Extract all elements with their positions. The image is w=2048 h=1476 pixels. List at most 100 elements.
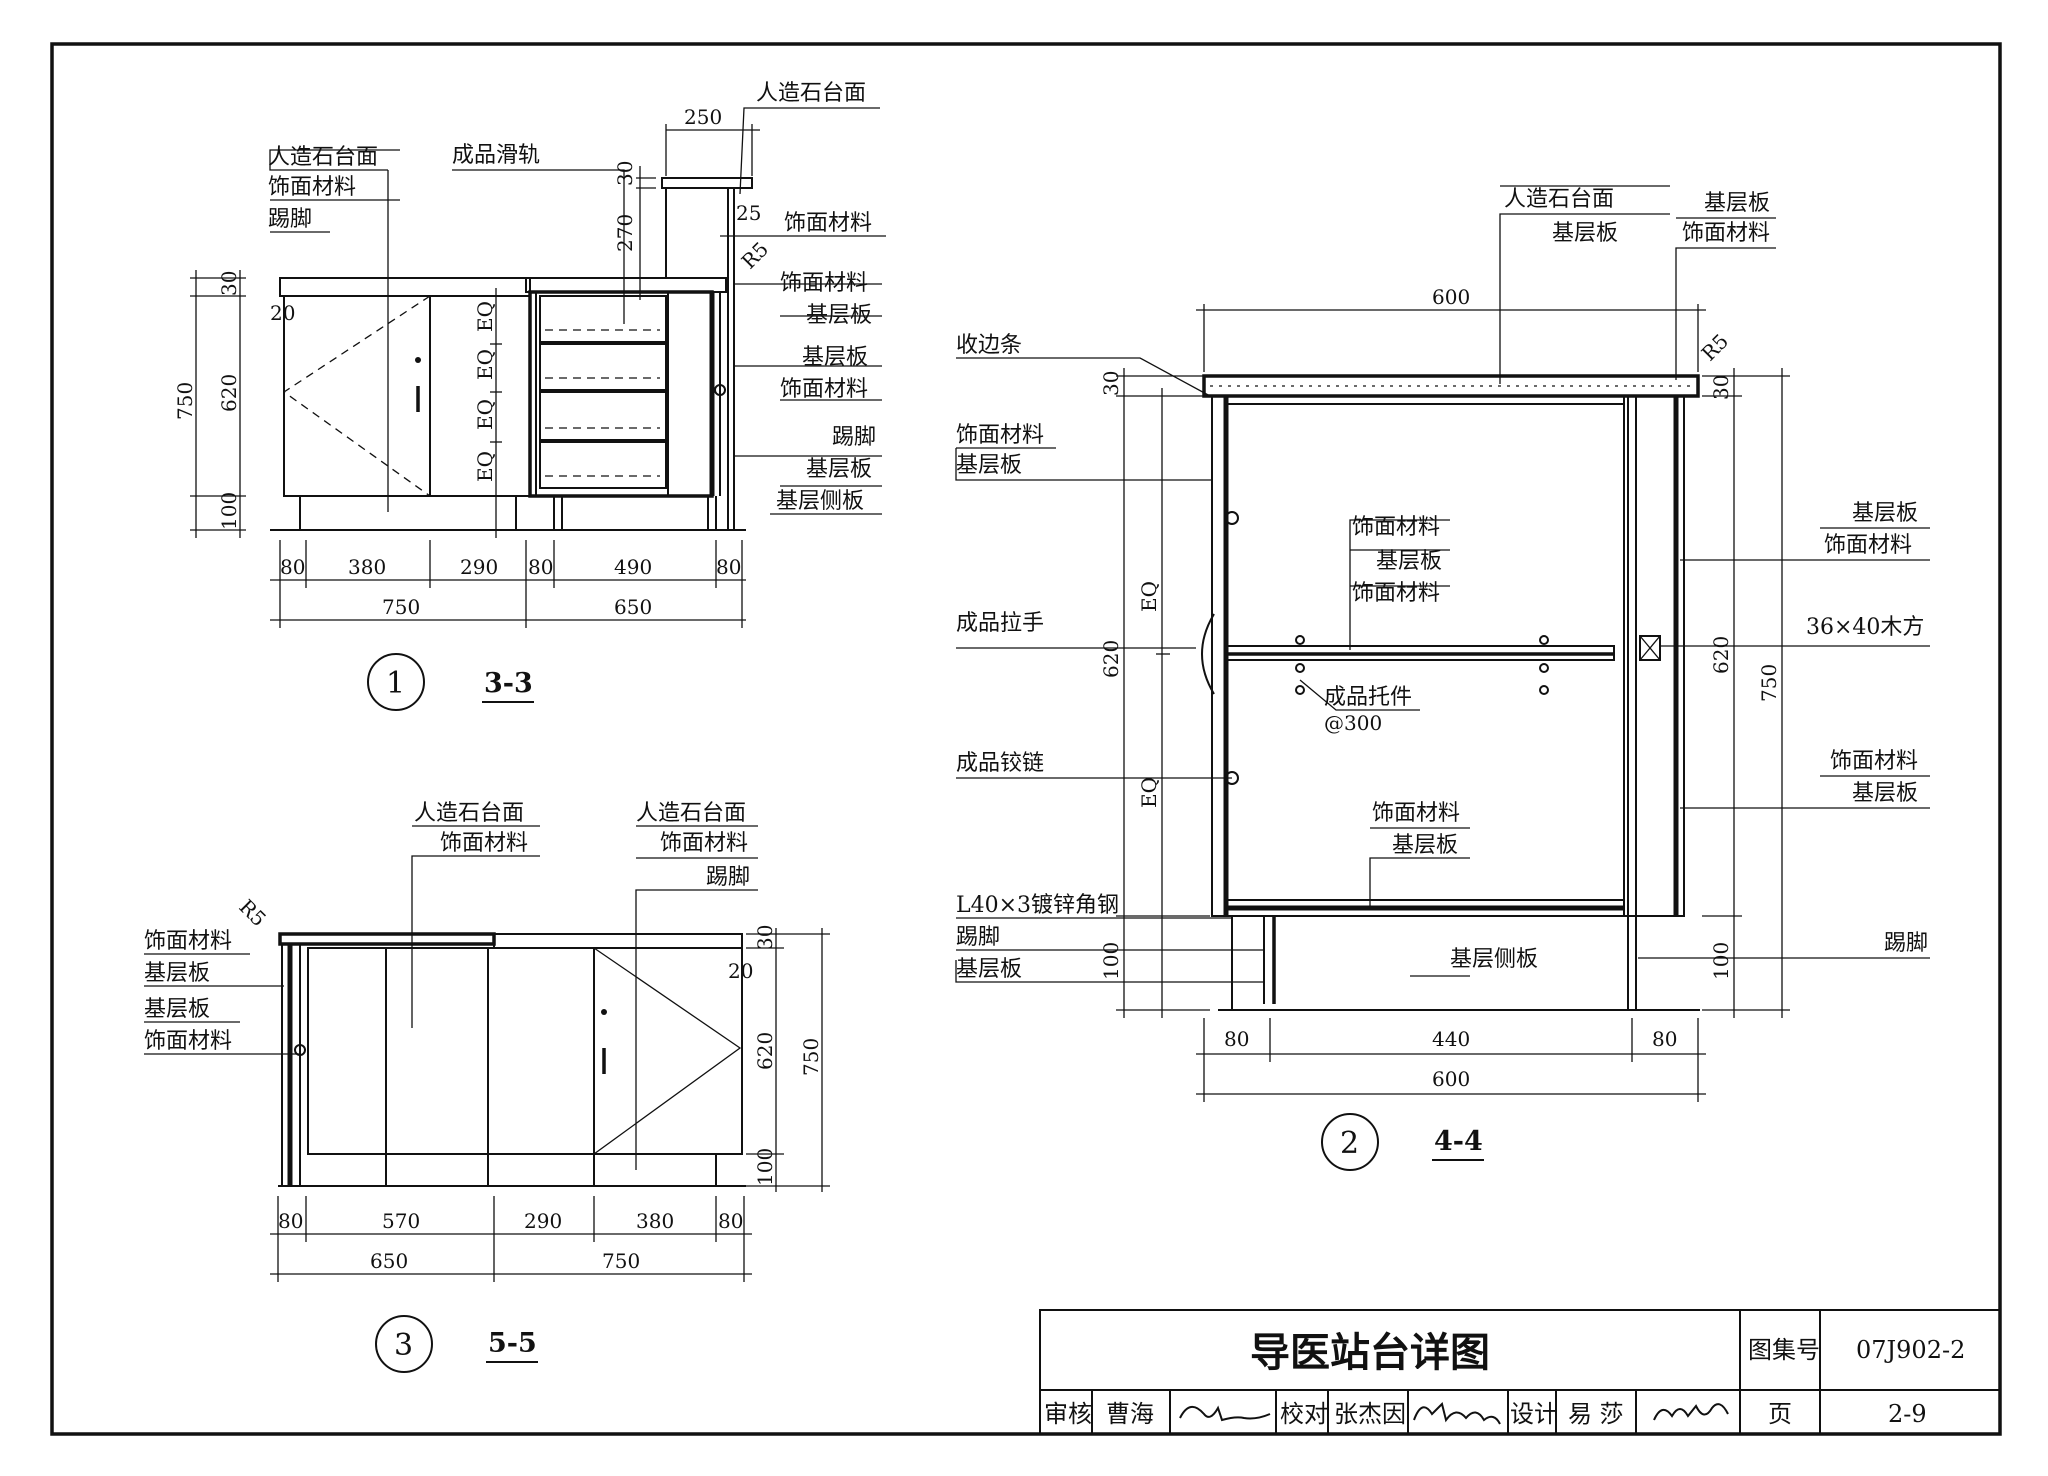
v2-finish-m2-label: 饰面材料: [1352, 581, 1440, 606]
v2-finish-r1-label: 饰面材料: [1682, 221, 1770, 246]
v2-handle-label: 成品拉手: [956, 611, 1044, 636]
v3-base-l1-label: 基层板: [144, 961, 210, 986]
v3-dim-20: 20: [728, 959, 753, 983]
v3-dim-30: 30: [753, 925, 777, 950]
v2-dim-100-left: 100: [1099, 942, 1123, 980]
v3-dim-570: 570: [382, 1209, 420, 1233]
v2-finish-r2-label: 饰面材料: [1824, 533, 1912, 558]
review-label: 审核: [1044, 1400, 1092, 1428]
v1-finish-label: 饰面材料: [268, 175, 356, 200]
v1-base-c-label: 基层板: [806, 457, 872, 482]
view-3-section-5-5: 人造石台面 饰面材料 人造石台面 饰面材料 踢脚 饰面材料 基层板 基层板 饰面…: [144, 801, 830, 1373]
view-3-section: 5-5: [488, 1328, 537, 1359]
v2-base-l1-label: 基层板: [956, 453, 1022, 478]
v2-dim-80a: 80: [1224, 1027, 1249, 1051]
v2-finish-m3-label: 饰面材料: [1372, 801, 1460, 826]
checker-signature: [1413, 1402, 1501, 1425]
v3-dim-380: 380: [636, 1209, 674, 1233]
v2-dim-80b: 80: [1652, 1027, 1677, 1051]
v2-base-l2-label: 基层板: [956, 957, 1022, 982]
v2-angle-steel-label: L40×3镀锌角钢: [956, 893, 1119, 918]
reviewer-signature: [1179, 1405, 1271, 1422]
v3-finish1-label: 饰面材料: [440, 831, 528, 856]
v2-dim-440: 440: [1432, 1027, 1470, 1051]
v1-dim-80c: 80: [716, 555, 741, 579]
v2-side-board-label: 基层侧板: [1450, 947, 1538, 972]
v1-dim-eq3: EQ: [473, 399, 497, 430]
v2-dim-eq1: EQ: [1137, 581, 1161, 612]
v1-dim-25: 25: [736, 201, 761, 225]
v3-finish-l1-label: 饰面材料: [144, 929, 232, 954]
v2-dim-30-right: 30: [1709, 375, 1733, 400]
v1-finish-c-label: 饰面材料: [780, 377, 868, 402]
v2-dim-620-right: 620: [1709, 636, 1733, 674]
v2-wood-square-label: 36×40木方: [1806, 615, 1924, 640]
v1-dim-eq2: EQ: [473, 349, 497, 380]
v3-dim-290: 290: [524, 1209, 562, 1233]
v2-spacing-label: @300: [1324, 711, 1382, 735]
view-2-number: 2: [1340, 1126, 1359, 1161]
v2-kick-r-label: 踢脚: [1884, 931, 1928, 956]
v1-kick-label: 踢脚: [268, 207, 312, 232]
v2-kick-label: 踢脚: [956, 925, 1000, 950]
v2-base-r3-label: 基层板: [1852, 781, 1918, 806]
designer-signature: [1653, 1403, 1729, 1421]
v1-kick-b-label: 踢脚: [832, 425, 876, 450]
v3-kick-label: 踢脚: [706, 865, 750, 890]
view-1-section-3-3: 人造石台面 饰面材料 踢脚 成品滑轨 人造石台面 饰面材料 饰面材料 基层板 基…: [173, 81, 886, 711]
v1-dim-380: 380: [348, 555, 386, 579]
v3-dim-620: 620: [753, 1032, 777, 1070]
v3-countertop2-label: 人造石台面: [636, 801, 746, 826]
v3-dim-750: 750: [799, 1038, 823, 1076]
view-2-section: 4-4: [1434, 1126, 1483, 1157]
v1-dim-100: 100: [217, 492, 241, 530]
v3-finish-l2-label: 饰面材料: [144, 1029, 232, 1054]
v1-dim-620: 620: [217, 374, 241, 412]
v1-dim-eq4: EQ: [473, 451, 497, 482]
v1-dim-490: 490: [614, 555, 652, 579]
designer-name: 易 莎: [1568, 1400, 1624, 1428]
drawing-frame: [50, 42, 2002, 1436]
v1-finish-a-label: 饰面材料: [784, 211, 872, 236]
reviewer-name: 曹海: [1106, 1400, 1154, 1428]
v1-dim-total-750: 750: [382, 595, 420, 619]
v2-shelf-support-label: 成品托件: [1324, 685, 1412, 710]
v2-hinge-label: 成品铰链: [956, 751, 1044, 776]
atlas-number: 07J902-2: [1856, 1336, 1965, 1364]
v2-edge-strip-label: 收边条: [956, 333, 1022, 358]
view-1-section: 3-3: [484, 668, 533, 699]
v1-finish-b-label: 饰面材料: [780, 271, 868, 296]
v2-base-r1-label: 基层板: [1704, 191, 1770, 216]
view-2-section-4-4: 人造石台面 基层板 基层板 饰面材料 收边条 饰面材料 基层板 饰面材料 基层板…: [955, 185, 1930, 1171]
v2-base-m1-label: 基层板: [1376, 549, 1442, 574]
atlas-label: 图集号: [1748, 1336, 1820, 1364]
v3-dim-total-750: 750: [602, 1249, 640, 1273]
v2-finish-m1-label: 饰面材料: [1352, 515, 1440, 540]
v1-countertop-label: 人造石台面: [268, 145, 378, 170]
v2-dim-750: 750: [1757, 664, 1781, 702]
v3-dim-80a: 80: [278, 1209, 303, 1233]
v1-dim-80b: 80: [528, 555, 553, 579]
view-3-number: 3: [394, 1328, 413, 1363]
v1-dim-total-650: 650: [614, 595, 652, 619]
v1-dim-30-top: 30: [613, 161, 637, 186]
page-number: 2-9: [1888, 1400, 1927, 1428]
v3-countertop1-label: 人造石台面: [414, 801, 524, 826]
v1-dim-20: 20: [270, 301, 295, 325]
title-block: 导医站台详图 图集号 07J902-2 审核 曹海 校对 张杰因 设计 易 莎 …: [1039, 1309, 2001, 1435]
v2-dim-bottom-600: 600: [1432, 1067, 1470, 1091]
view-1-number: 1: [386, 666, 405, 701]
v1-base-a-label: 基层板: [806, 303, 872, 328]
v1-dim-eq1: EQ: [473, 301, 497, 332]
v1-top-countertop-label: 人造石台面: [756, 81, 866, 106]
v1-dim-250: 250: [684, 105, 722, 129]
v2-finish-r3-label: 饰面材料: [1830, 749, 1918, 774]
design-label: 设计: [1510, 1400, 1558, 1428]
v1-dim-750: 750: [173, 382, 197, 420]
v2-dim-top-600: 600: [1432, 285, 1470, 309]
v1-dim-80a: 80: [280, 555, 305, 579]
drawing-title: 导医站台详图: [1250, 1329, 1490, 1376]
v1-base-b-label: 基层板: [802, 345, 868, 370]
v3-base-l2-label: 基层板: [144, 997, 210, 1022]
